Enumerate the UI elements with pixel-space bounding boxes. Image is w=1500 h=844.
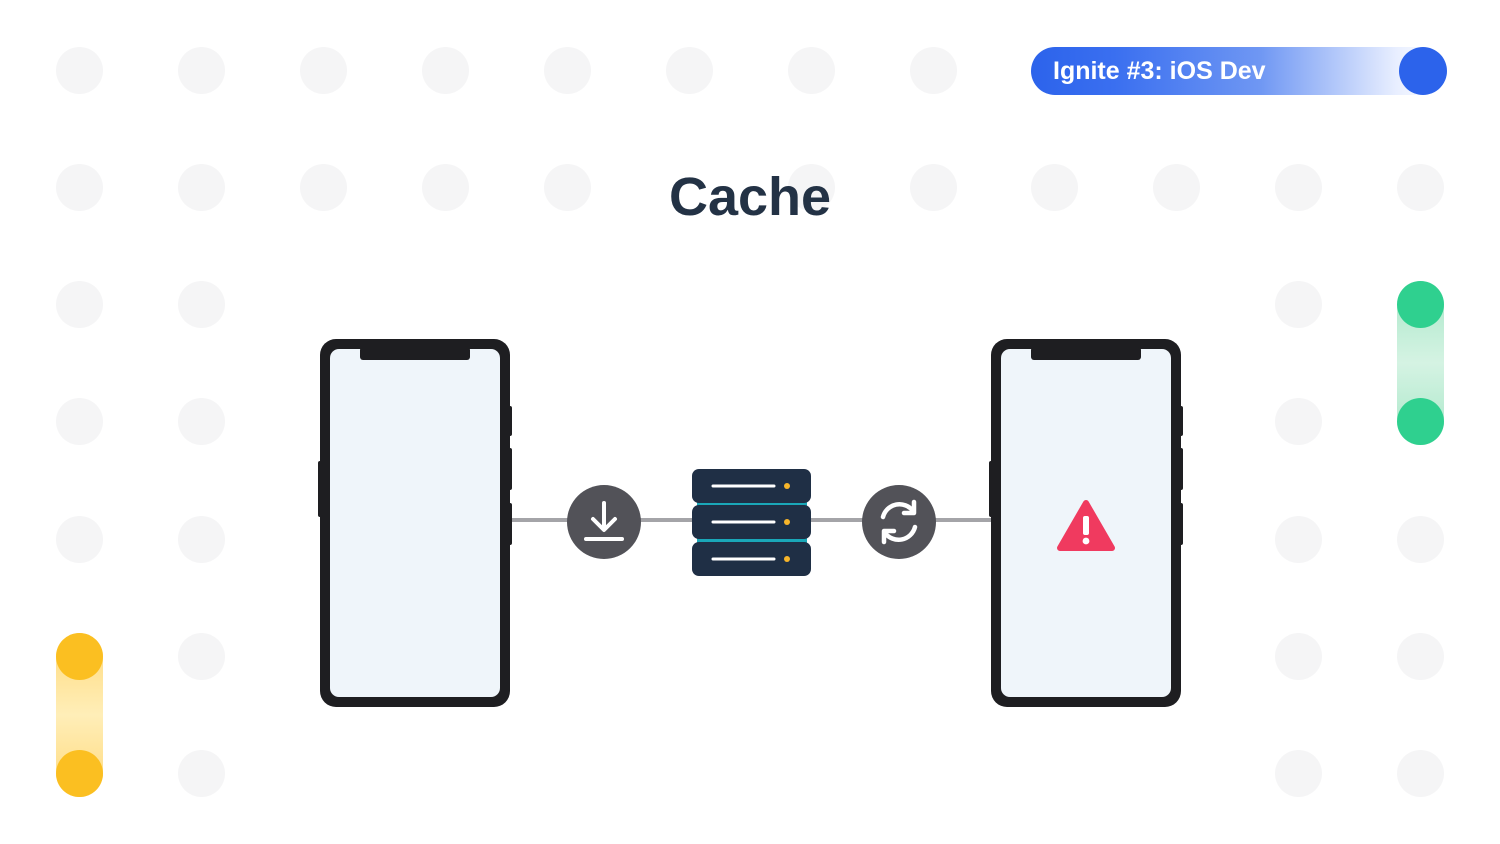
background-dot [300,164,347,211]
background-dot [910,164,957,211]
background-dot [544,47,591,94]
phone-left [318,339,512,707]
background-dot [666,47,713,94]
badge-dot [1399,47,1447,95]
background-dot [422,164,469,211]
yellow-pill-bottom-dot [56,750,103,797]
background-dot [1275,750,1322,797]
server-unit [692,469,811,503]
background-dot [1153,164,1200,211]
background-dot [1275,281,1322,328]
background-dot [178,398,225,445]
background-dot [1031,164,1078,211]
background-dot [56,398,103,445]
background-dot [422,47,469,94]
background-dot [56,516,103,563]
yellow-decorative-pill [56,633,103,797]
background-dot [178,516,225,563]
background-dot [1275,164,1322,211]
server-icon [692,469,811,576]
background-dot [178,750,225,797]
background-dot [788,164,835,211]
background-dot [544,164,591,211]
background-dot [300,47,347,94]
background-dot [56,47,103,94]
background-dot [178,281,225,328]
background-dot [1397,516,1444,563]
yellow-pill-top-dot [56,633,103,680]
phone-left-screen [330,349,500,697]
background-dot [56,164,103,211]
background-dot [1397,164,1444,211]
background-dot [56,281,103,328]
refresh-icon [862,485,936,559]
green-pill-bottom-dot [1397,398,1444,445]
background-dot [910,47,957,94]
background-dot [178,633,225,680]
green-pill-top-dot [1397,281,1444,328]
background-dot [178,164,225,211]
server-unit [692,505,811,539]
background-dot [1397,750,1444,797]
phone-left-notch [360,347,470,360]
background-dot [178,47,225,94]
download-icon [567,485,641,559]
background-dot [788,47,835,94]
slide-title: Cache [668,167,832,227]
phone-right [989,339,1183,707]
event-badge-label: Ignite #3: iOS Dev [1053,57,1266,85]
background-dot [1397,633,1444,680]
warning-icon [1057,500,1115,551]
phone-right-notch [1031,347,1141,360]
event-badge: Ignite #3: iOS Dev [1031,47,1447,95]
background-dot [1275,398,1322,445]
background-dot [1275,516,1322,563]
background-dot [1275,633,1322,680]
green-decorative-pill [1397,281,1444,445]
server-unit [692,542,811,576]
